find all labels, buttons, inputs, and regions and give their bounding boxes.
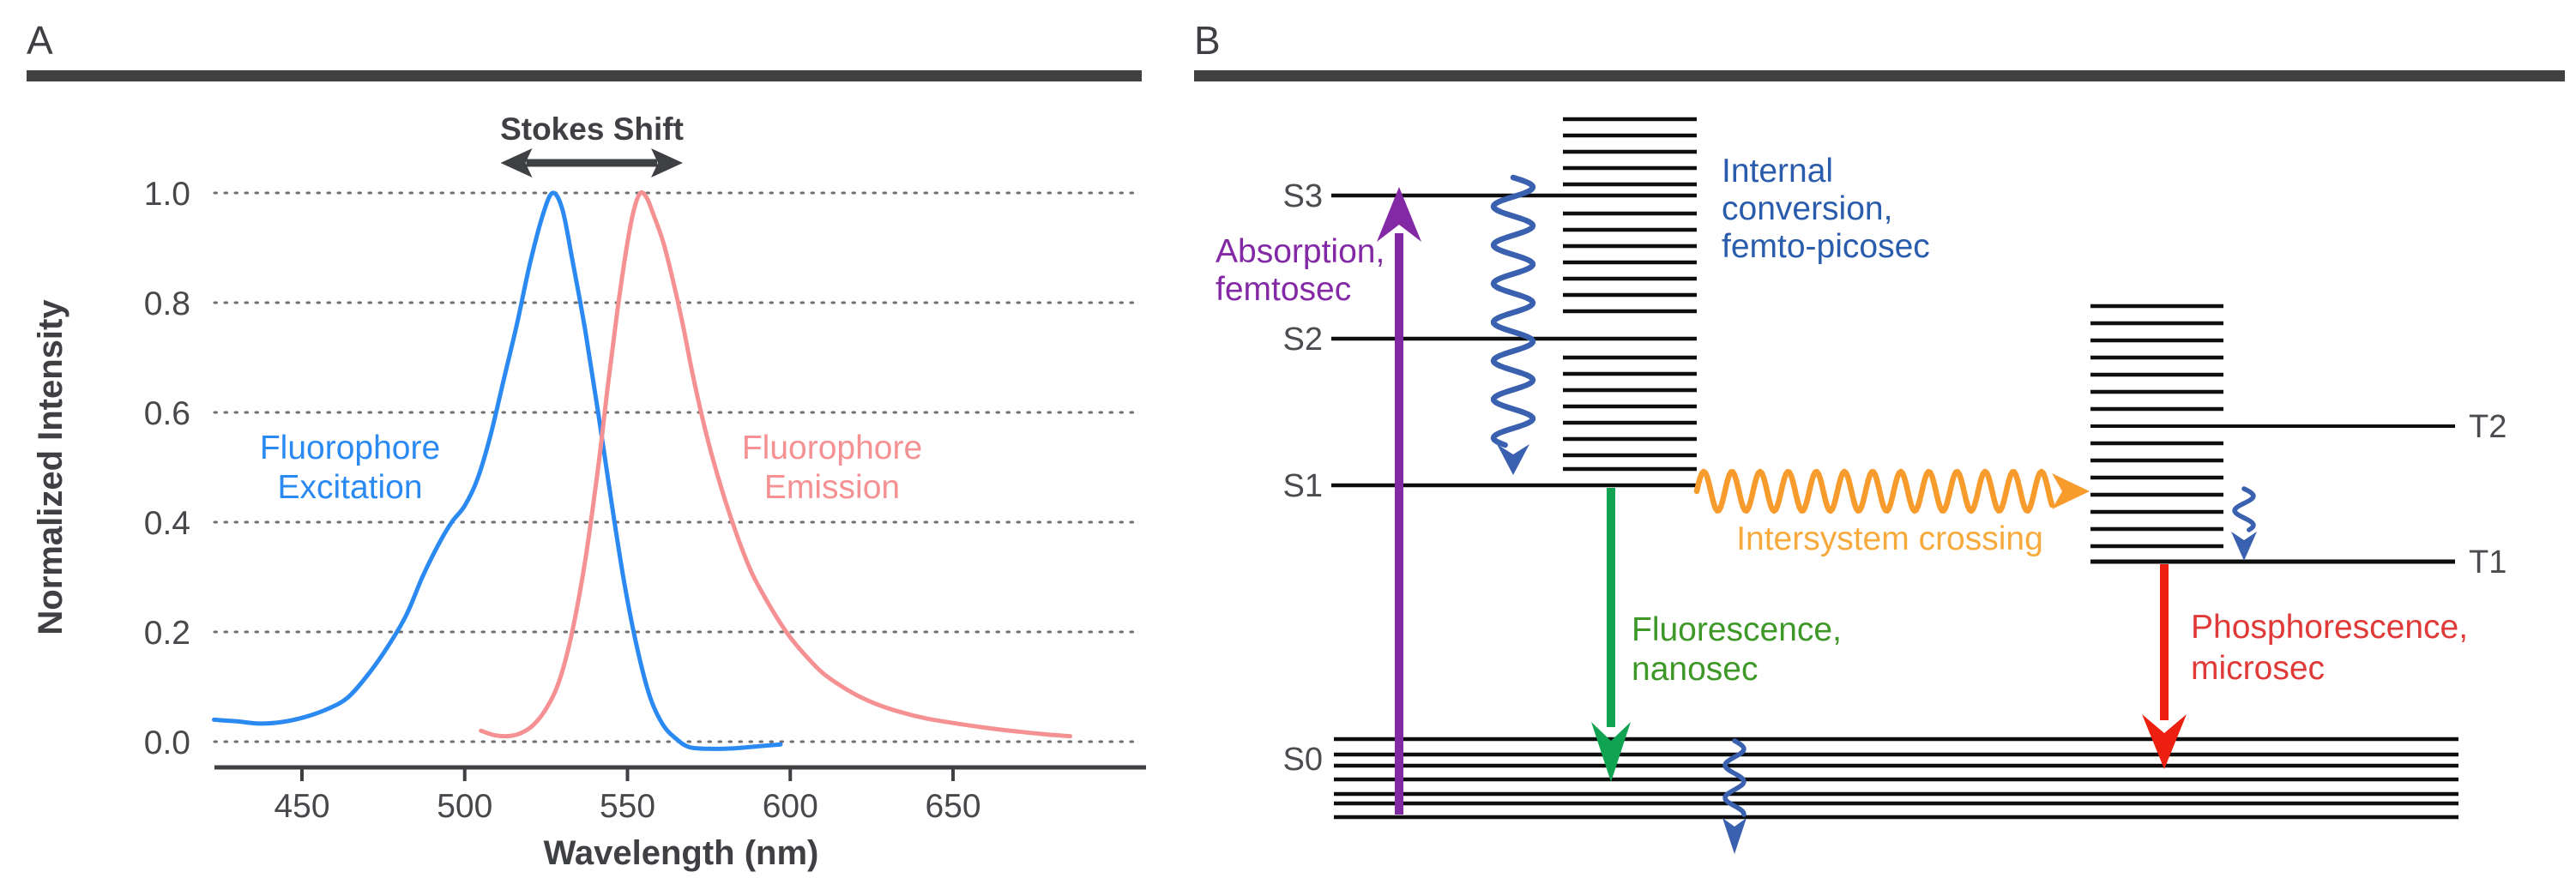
y-tick-label: 1.0	[144, 176, 190, 213]
internal-conversion-label-line3: femto-picosec	[1722, 228, 1930, 265]
level-label-s3: S3	[1283, 178, 1323, 214]
y-tick-label: 0.8	[144, 286, 190, 322]
panel-a-header-bar	[27, 70, 1142, 81]
triplet-relaxation-arrow-head	[2231, 532, 2257, 561]
x-tick-label: 600	[763, 788, 818, 825]
internal-conversion-arrow-head	[1497, 444, 1529, 475]
level-label-t2: T2	[2469, 409, 2507, 445]
excitation-curve	[212, 190, 783, 751]
y-tick-label: 0.0	[144, 725, 190, 761]
internal-conversion-wave	[1490, 174, 1536, 448]
x-axis-title: Wavelength (nm)	[544, 834, 819, 872]
phosphorescence-arrow-head	[2142, 714, 2187, 769]
internal-conversion-label-line2: conversion,	[1722, 190, 1892, 227]
panel-a-label: A	[27, 18, 53, 63]
panel-b-header-bar	[1194, 70, 2565, 81]
fluorescence-label-line2: nanosec	[1632, 651, 1758, 688]
absorption-label-line1: Absorption,	[1216, 233, 1385, 270]
intersystem-crossing-label: Intersystem crossing	[1736, 520, 2043, 557]
intersystem-crossing-arrow-head	[2052, 473, 2090, 509]
x-tick-label: 650	[925, 788, 980, 825]
x-tick-label: 500	[437, 788, 492, 825]
absorption-arrow-head	[1377, 187, 1421, 242]
panel-a: A 0.0 0.2 0.4 0.6 0.8 1.0 450 500 550 600 650 Sto…	[27, 18, 1146, 872]
level-label-t1: T1	[2469, 544, 2507, 580]
energy-level-lines	[1331, 193, 2458, 820]
internal-conversion-label-line1: Internal	[1722, 153, 1833, 189]
stokes-shift-label: Stokes Shift	[500, 111, 684, 147]
emission-curve	[479, 189, 1073, 739]
absorption-label-line2: femtosec	[1216, 271, 1351, 308]
level-label-s0: S0	[1283, 742, 1323, 778]
x-tick-label: 550	[600, 788, 655, 825]
phosphorescence-label-line2: microsec	[2191, 650, 2325, 687]
y-tick-label: 0.2	[144, 615, 190, 652]
fluorescence-arrow-head	[1591, 722, 1631, 782]
x-axis: 450 500 550 600 650	[214, 765, 1146, 825]
panel-b: B S3 S2 S1 S0 T2 T1 Absorption, femtosec…	[1194, 18, 2565, 854]
panel-b-label: B	[1194, 18, 1221, 63]
s0-relaxation-arrow-head	[1722, 818, 1746, 854]
level-label-s1: S1	[1283, 468, 1323, 504]
stokes-arrow-left-head	[500, 148, 533, 177]
vibrational-ladders	[1563, 117, 2223, 549]
x-tick-label: 450	[274, 788, 329, 825]
y-tick-label: 0.4	[144, 505, 190, 542]
y-axis-title: Normalized Intensity	[32, 299, 69, 635]
y-tick-label: 0.6	[144, 395, 190, 432]
intersystem-crossing-wave	[1693, 468, 2055, 514]
s0-relaxation-wave	[1722, 738, 1746, 817]
emission-label-line2: Emission	[764, 469, 900, 506]
transition-arrows	[1377, 174, 2257, 854]
phosphorescence-label-line1: Phosphorescence,	[2191, 609, 2468, 646]
triplet-relaxation-wave	[2232, 486, 2256, 532]
stokes-arrow-right-head	[651, 148, 684, 177]
level-label-s2: S2	[1283, 322, 1323, 358]
emission-label-line1: Fluorophore	[742, 430, 922, 466]
spectra-curves	[212, 189, 1073, 751]
stokes-shift-arrow	[500, 148, 684, 177]
excitation-label-line2: Excitation	[277, 469, 422, 506]
excitation-label-line1: Fluorophore	[260, 430, 440, 466]
fluorescence-label-line1: Fluorescence,	[1632, 611, 1842, 648]
